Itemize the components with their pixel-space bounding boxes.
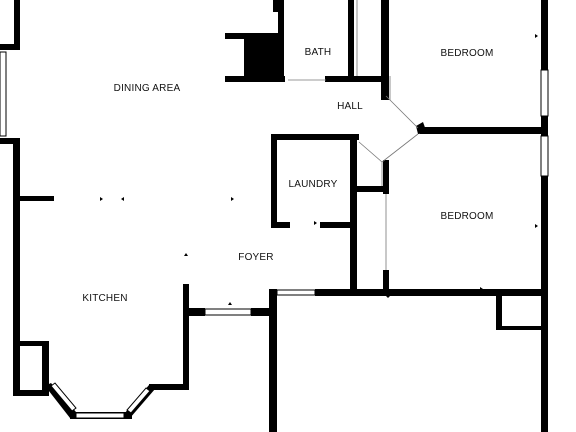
wall [383,270,389,296]
wall [13,138,20,396]
tick [386,296,390,298]
wall [320,222,357,228]
room-label-laundry: LAUNDRY [288,179,337,190]
tick [480,287,483,291]
room-label-dining-area: DINING AREA [114,83,181,94]
wall [356,186,388,192]
window [540,69,549,117]
wall [271,222,290,228]
room-label-bedroom-1: BEDROOM [440,48,493,59]
door-swings [288,0,419,270]
wall [348,0,354,82]
window [75,412,125,419]
wall [325,76,387,82]
room-labels: BATH BEDROOM DINING AREA HALL LAUNDRY BE… [82,47,493,304]
window [540,135,549,177]
dimension-ticks [100,34,538,305]
wall [496,292,502,330]
wall [183,308,205,316]
wall [13,390,49,396]
wall [541,176,548,292]
wall [350,134,357,290]
door-swing [358,141,383,163]
tick [100,197,103,201]
wall [183,284,189,390]
tick [184,253,188,256]
room-label-bath: BATH [305,47,332,58]
window [126,387,151,414]
tick [121,197,124,201]
wall [45,383,76,418]
wall [273,0,279,12]
wall [0,44,20,50]
wall [269,289,277,432]
wall [20,341,48,346]
tick [480,130,483,134]
tick [535,34,538,38]
room-label-foyer: FOYER [238,252,273,263]
tick [231,197,234,201]
tick [228,302,232,305]
wall [20,196,54,201]
walls [0,0,548,432]
wall [251,308,277,316]
wall [42,341,49,393]
wall [14,0,20,50]
room-label-bedroom-2: BEDROOM [440,211,493,222]
wall [149,384,189,390]
wall [416,122,427,134]
wall [541,0,548,70]
wall [420,127,548,134]
window [204,308,252,316]
wall [225,76,285,82]
wall [383,160,389,194]
window [276,289,316,296]
wall [271,134,359,140]
wall [278,0,284,82]
door-swing [385,95,419,129]
window [50,382,77,412]
windows [0,51,549,419]
tick [535,224,538,228]
fireplace [244,33,282,81]
room-label-kitchen: KITCHEN [82,293,127,304]
wall [315,289,548,296]
wall [271,134,277,228]
wall [381,0,389,100]
wall [496,326,544,330]
tick [314,221,317,225]
wall [541,289,548,432]
door-swing [381,133,419,163]
room-label-hall: HALL [337,101,363,112]
wall [0,138,20,144]
window [0,51,7,137]
